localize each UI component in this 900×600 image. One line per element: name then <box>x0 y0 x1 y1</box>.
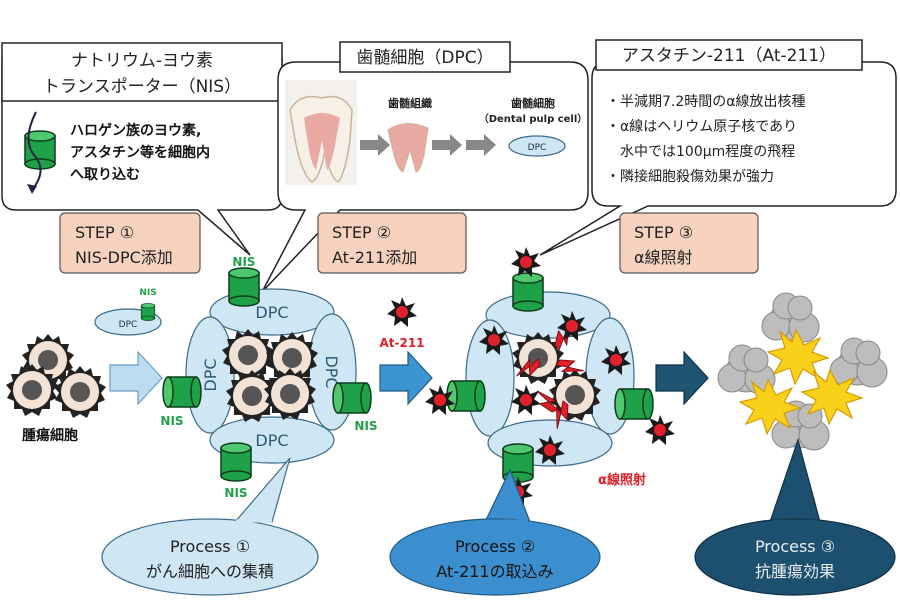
step-2-box: STEP ② At-211添加 <box>317 212 467 274</box>
at211-line1: ・半減期7.2時間のα線放出核種 <box>606 93 806 110</box>
process-3-line2: 抗腫瘍効果 <box>755 562 835 581</box>
process-2: Process ② At-211の取込み <box>389 468 601 596</box>
dpc-cell-icon <box>508 135 566 157</box>
process-1-line1: Process ① <box>170 537 250 556</box>
step-1-line2: NIS-DPC添加 <box>75 248 173 267</box>
label-nis-bottom: NIS <box>224 486 247 500</box>
explosion-icon <box>738 378 802 436</box>
label-at211: At-211 <box>379 336 424 350</box>
nis-body-line2: アスタチン等を細胞内 <box>70 144 210 161</box>
label-dpc-right: DPC <box>322 355 341 388</box>
label-dpc-small: DPC <box>528 143 547 153</box>
step-2-line1: STEP ② <box>332 223 391 242</box>
at211-title: アスタチン-211（At-211） <box>622 46 836 66</box>
dpc-title: 歯髄細胞（DPC） <box>356 48 493 68</box>
at211-particle-icon <box>387 297 417 327</box>
at211-callout: アスタチン-211（At-211） ・半減期7.2時間のα線放出核種 ・α線はヘ… <box>539 39 897 256</box>
label-tumor: 腫瘍細胞 <box>22 427 78 444</box>
nis-title-line2: トランスポーター（NIS） <box>43 77 241 97</box>
cluster-2 <box>425 247 675 507</box>
nis-transporter-icon <box>24 111 56 194</box>
step-3-box: STEP ③ α線照射 <box>619 212 759 274</box>
process-1: Process ① がん細胞への集積 <box>101 457 319 596</box>
process-3-line1: Process ③ <box>755 537 835 556</box>
nis-title-line1: ナトリウム-ヨウ素 <box>71 51 213 71</box>
nis-callout: ナトリウム-ヨウ素 トランスポーター（NIS） ハロゲン族のヨウ素, アスタチン… <box>1 42 283 256</box>
arrow-icon <box>360 134 390 156</box>
cluster-1: DPC DPC DPC DPC NIS NIS NIS NIS <box>160 255 377 500</box>
nis-body-line1: ハロゲン族のヨウ素, <box>70 122 201 139</box>
process-arrow-2 <box>379 350 433 406</box>
step-1-box: STEP ① NIS-DPC添加 <box>59 212 201 274</box>
step-2-line2: At-211添加 <box>332 248 417 267</box>
step-3-line2: α線照射 <box>634 248 693 267</box>
nis-dpc-small: DPC NIS <box>94 288 162 336</box>
at211-line4: ・隣接細胞殺傷効果が強力 <box>606 168 774 185</box>
label-pulp-cell-en: （Dental pulp cell） <box>479 112 588 125</box>
step-3-line1: STEP ③ <box>634 223 693 242</box>
process-1-line2: がん細胞への集積 <box>146 562 274 581</box>
at211-line3: 水中では100μm程度の飛程 <box>620 144 795 160</box>
label-dpc-bottom: DPC <box>255 431 288 450</box>
label-alpha: α線照射 <box>598 472 646 488</box>
label-dpc-tiny: DPC <box>119 320 138 330</box>
tumor-cluster <box>6 334 106 418</box>
process-2-line1: Process ② <box>455 537 535 556</box>
label-nis-top: NIS <box>232 255 255 269</box>
process-arrow-1 <box>109 350 163 406</box>
explosion-icon <box>800 368 864 426</box>
label-nis-right: NIS <box>354 419 377 433</box>
process-arrow-3 <box>655 350 709 406</box>
label-nis-tiny: NIS <box>139 288 156 298</box>
label-dpc-top: DPC <box>255 303 288 322</box>
at211-line2: ・α線はヘリウム原子核であり <box>606 119 797 135</box>
cluster-3 <box>717 292 888 451</box>
process-3: Process ③ 抗腫瘍効果 <box>694 437 896 596</box>
pulp-tissue-image <box>387 123 429 173</box>
dpc-callout: 歯髄細胞（DPC） 歯髄組織 歯髄細胞 （Dental pulp cell） D… <box>261 41 589 293</box>
arrow-icon <box>466 134 496 156</box>
arrow-icon <box>432 134 462 156</box>
label-pulp-tissue: 歯髄組織 <box>388 96 432 110</box>
step-1-line1: STEP ① <box>75 223 134 242</box>
nis-body-line3: へ取り込む <box>70 166 140 183</box>
label-nis-left: NIS <box>160 414 183 428</box>
label-pulp-cell: 歯髄細胞 <box>511 96 555 110</box>
process-2-line2: At-211の取込み <box>436 562 553 581</box>
label-dpc-left: DPC <box>201 358 220 391</box>
